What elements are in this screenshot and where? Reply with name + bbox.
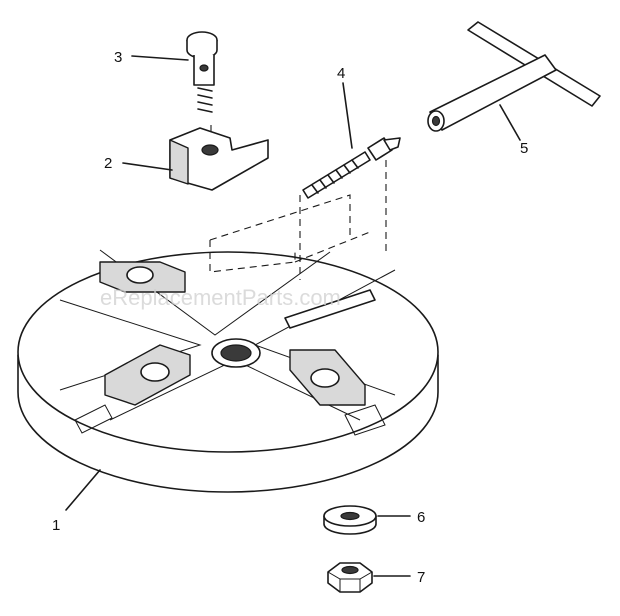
- callout-4: 4: [337, 65, 345, 82]
- leader-lines: [65, 55, 521, 577]
- callout-2: 2: [104, 155, 112, 172]
- jaw-part: [169, 127, 269, 191]
- callout-5: 5: [520, 140, 528, 157]
- callout-7: 7: [417, 569, 425, 586]
- jaw-block-front-right: [289, 349, 386, 436]
- callout-1: 1: [52, 517, 60, 534]
- callout-6: 6: [417, 509, 425, 526]
- assembly-guide-lines: [209, 125, 387, 280]
- jaw-block-left: [99, 261, 186, 293]
- watermark-text: eReplacementParts.com: [100, 285, 341, 310]
- hex-nut-part: [327, 562, 373, 593]
- key-wrench-part: [427, 21, 601, 132]
- jaw-block-front-left: [74, 344, 191, 434]
- stud-bolt-part: [186, 31, 218, 113]
- jaw-slot-right: [284, 289, 376, 329]
- callout-3: 3: [114, 49, 122, 66]
- washer-part: [323, 505, 377, 535]
- chuck-body-part: [17, 249, 439, 493]
- adjusting-screw-part: [302, 137, 401, 199]
